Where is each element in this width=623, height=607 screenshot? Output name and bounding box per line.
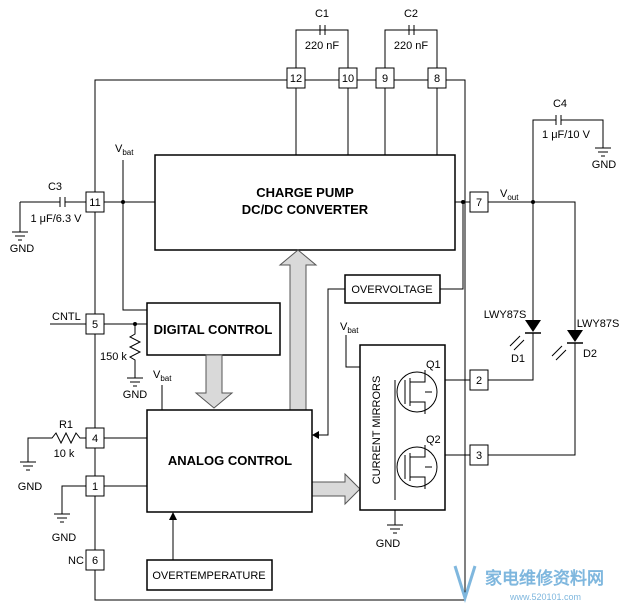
pin-12: 12 bbox=[286, 67, 306, 89]
vbat-label: Vbat bbox=[115, 143, 134, 157]
charge-pump-block bbox=[154, 154, 456, 251]
r150k-resistor bbox=[128, 324, 142, 378]
d1-name: D1 bbox=[511, 353, 525, 365]
pin-4-label: 4 bbox=[92, 433, 98, 445]
r1-wire bbox=[27, 431, 147, 462]
pin-7-label: 7 bbox=[476, 197, 482, 209]
c3-gnd-symbol bbox=[12, 231, 28, 241]
watermark-url: www.520101.com bbox=[509, 592, 581, 602]
pin1-gnd-label: GND bbox=[52, 532, 77, 544]
pin1-gnd-symbol bbox=[54, 513, 70, 523]
pin-8-label: 8 bbox=[434, 73, 440, 85]
cntl-label: CNTL bbox=[52, 311, 81, 323]
analog-control-label: ANALOG CONTROL bbox=[168, 453, 292, 468]
digital-control-label: DIGITAL CONTROL bbox=[154, 322, 273, 337]
pin-1: 1 bbox=[85, 475, 105, 497]
pin-10-label: 10 bbox=[342, 73, 354, 85]
c2-value: 220 nF bbox=[394, 40, 429, 52]
mirror-gnd-symbol bbox=[387, 524, 403, 534]
charge-pump-subtitle: DC/DC CONVERTER bbox=[242, 202, 369, 217]
overvoltage-arrow bbox=[312, 431, 319, 439]
r150k-value: 150 k bbox=[100, 351, 127, 363]
q1-label: Q1 bbox=[426, 359, 441, 371]
analog-to-mirrors-arrow bbox=[311, 472, 361, 506]
overtemperature-label: OVERTEMPERATURE bbox=[152, 570, 265, 582]
r1-value: 10 k bbox=[54, 448, 75, 460]
r1-gnd-symbol bbox=[20, 461, 36, 471]
pin-10: 10 bbox=[338, 67, 358, 89]
pin-9-label: 9 bbox=[382, 73, 388, 85]
pin-8: 8 bbox=[427, 67, 447, 89]
d1-part: LWY87S bbox=[484, 309, 527, 321]
mirror-gnd-label: GND bbox=[376, 538, 401, 550]
c2-wire bbox=[384, 29, 438, 68]
overtemperature-block bbox=[146, 559, 273, 591]
c2-name: C2 bbox=[404, 8, 418, 20]
current-mirrors-block bbox=[359, 344, 446, 511]
r1-gnd-label: GND bbox=[18, 481, 43, 493]
current-mirrors-label: CURRENT MIRRORS bbox=[371, 376, 383, 485]
r150k-gnd-label: GND bbox=[123, 389, 148, 401]
top-pin-wires bbox=[295, 88, 438, 155]
pin-6: 6 bbox=[85, 549, 105, 571]
c4-name: C4 bbox=[553, 98, 567, 110]
pin-12-label: 12 bbox=[290, 73, 302, 85]
c4-value: 1 μF/10 V bbox=[542, 129, 591, 141]
d2-name: D2 bbox=[583, 348, 597, 360]
c1-wire bbox=[295, 29, 349, 68]
pin-5-label: 5 bbox=[92, 319, 98, 331]
overvoltage-label: OVERVOLTAGE bbox=[351, 284, 432, 296]
pin-4: 4 bbox=[85, 427, 105, 449]
c3-gnd-label: GND bbox=[10, 243, 35, 255]
watermark-logo bbox=[453, 565, 477, 604]
overtemp-arrow bbox=[169, 512, 177, 520]
c4-gnd-symbol bbox=[595, 147, 611, 157]
c3-value: 1 μF/6.3 V bbox=[31, 213, 83, 225]
d2-part: LWY87S bbox=[577, 318, 620, 330]
pin-11: 11 bbox=[85, 191, 105, 213]
q2-transistor bbox=[396, 445, 438, 489]
pin3-wire bbox=[445, 343, 576, 456]
watermark-title: 家电维修资料网 bbox=[485, 568, 604, 588]
pin-2-label: 2 bbox=[476, 375, 482, 387]
pin-7: 7 bbox=[469, 191, 489, 213]
led-d1 bbox=[509, 202, 541, 351]
vbat2-label: Vbat bbox=[153, 369, 172, 383]
vout-label: Vout bbox=[500, 188, 519, 202]
watermark: 家电维修资料网 www.520101.com bbox=[453, 565, 604, 604]
vbat3-wire bbox=[345, 335, 360, 368]
pin-3-label: 3 bbox=[476, 450, 482, 462]
pin1-wire bbox=[61, 485, 147, 514]
digital-to-analog-arrow bbox=[194, 354, 234, 409]
pin-6-label: 6 bbox=[92, 555, 98, 567]
pin2-wire bbox=[445, 335, 534, 381]
r150k-gnd-symbol bbox=[127, 377, 143, 387]
pin-2: 2 bbox=[469, 369, 489, 391]
c3-name: C3 bbox=[48, 181, 62, 193]
overvoltage-to-analog bbox=[312, 288, 345, 436]
pin-3: 3 bbox=[469, 444, 489, 466]
r1-name: R1 bbox=[59, 419, 73, 431]
led-d2 bbox=[551, 330, 583, 361]
q2-label: Q2 bbox=[426, 434, 441, 446]
charge-pump-title: CHARGE PUMP bbox=[256, 185, 354, 200]
c1-value: 220 nF bbox=[305, 40, 340, 52]
overvoltage-wire bbox=[440, 202, 464, 290]
analog-to-chargepump-arrow bbox=[278, 249, 318, 411]
c1-name: C1 bbox=[315, 8, 329, 20]
c4-wire bbox=[532, 119, 604, 202]
q1-transistor bbox=[396, 370, 438, 414]
vbat3-label: Vbat bbox=[340, 321, 359, 335]
pin-11-label: 11 bbox=[89, 197, 100, 209]
pin-9: 9 bbox=[375, 67, 395, 89]
nc-label: NC bbox=[68, 555, 84, 567]
vbat-wire bbox=[122, 160, 147, 311]
c4-gnd-label: GND bbox=[592, 159, 617, 171]
digital-control-block bbox=[146, 302, 281, 356]
pin-5: 5 bbox=[85, 313, 105, 335]
analog-control-block bbox=[146, 409, 313, 513]
pin-1-label: 1 bbox=[92, 481, 98, 493]
